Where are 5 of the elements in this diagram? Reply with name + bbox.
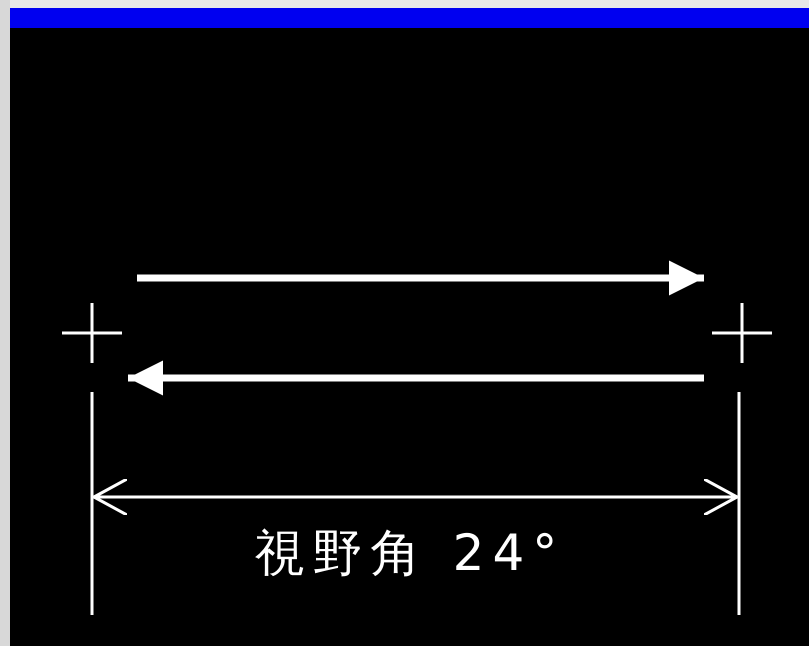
crosshair-mark: [62, 303, 122, 363]
crosshair-mark: [712, 303, 772, 363]
dimension-label: 視野角 24°: [254, 523, 566, 584]
arrow: [128, 360, 704, 396]
arrow: [137, 260, 704, 296]
